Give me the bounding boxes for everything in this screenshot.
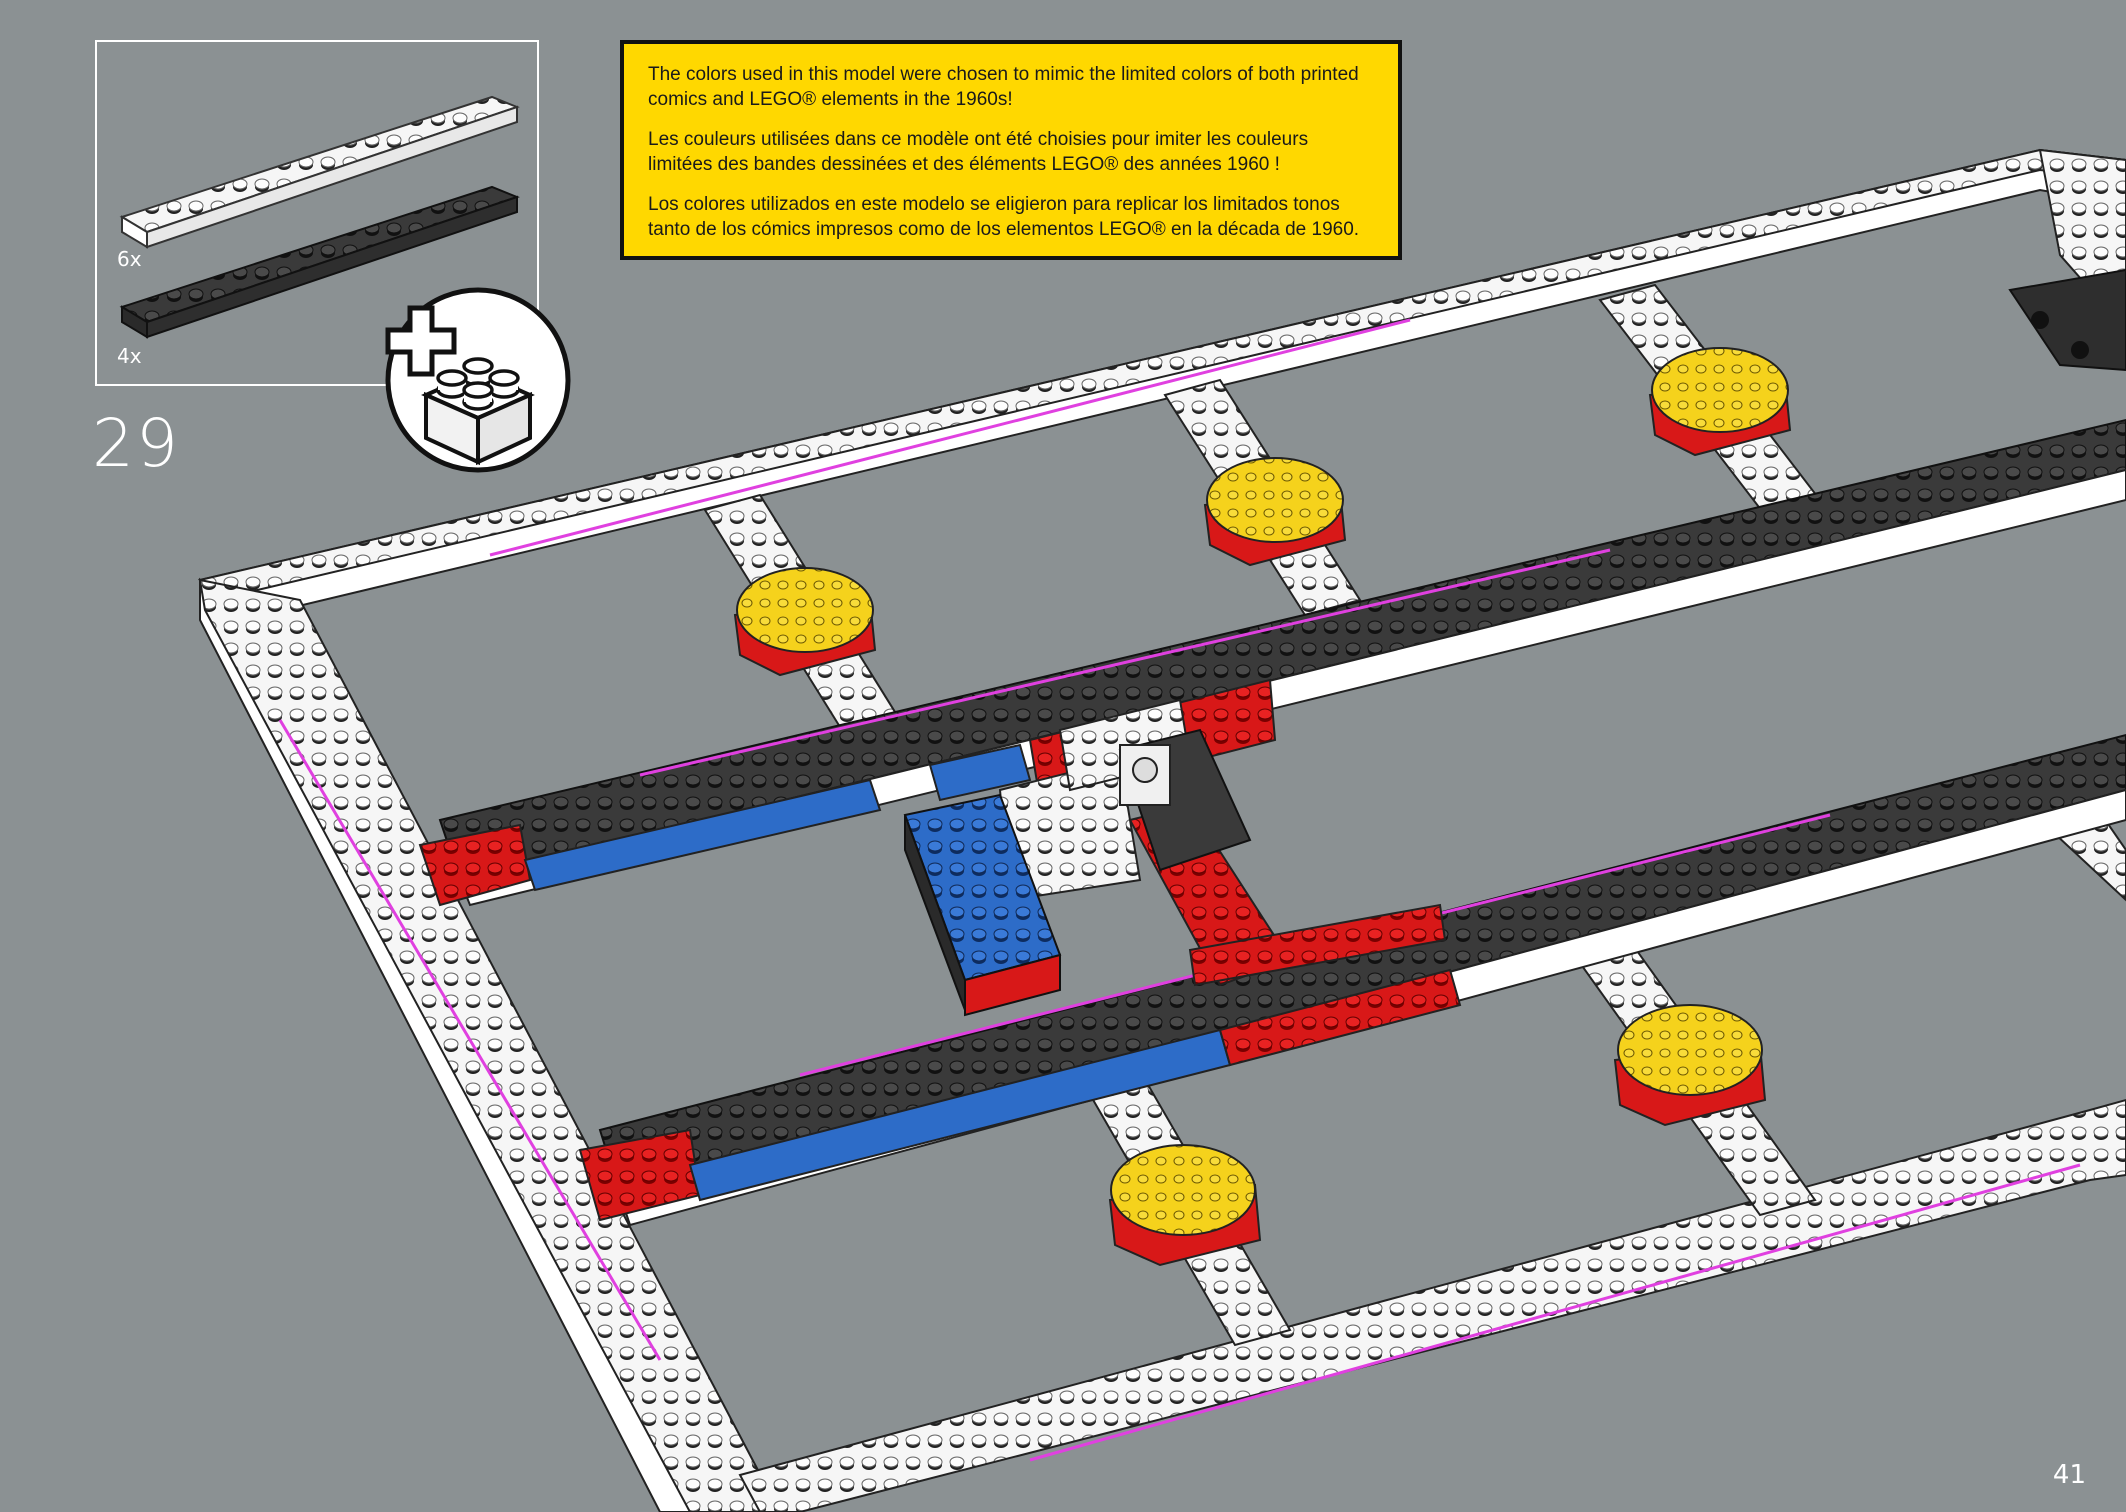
turntable bbox=[733, 567, 877, 677]
central-mechanism bbox=[903, 678, 1447, 1017]
part-quantity: 6x bbox=[117, 247, 142, 271]
turntable bbox=[1613, 1004, 1767, 1127]
turntable bbox=[1203, 457, 1347, 567]
info-note: The colors used in this model were chose… bbox=[620, 40, 1402, 260]
black-plate-2x16-icon bbox=[119, 185, 520, 339]
parts-drawing bbox=[119, 95, 520, 339]
note-french: Les couleurs utilisées dans ce modèle on… bbox=[648, 129, 1309, 175]
turntable bbox=[1648, 347, 1792, 457]
note-spanish: Los colores utilizados en este modelo se… bbox=[648, 194, 1360, 240]
page-number: 41 bbox=[2052, 1460, 2086, 1490]
turntable bbox=[1108, 1144, 1262, 1267]
step-number: 29 bbox=[92, 405, 180, 482]
add-brick-icon bbox=[385, 287, 571, 473]
outer-frame bbox=[198, 148, 2126, 1512]
hinge-piece bbox=[2008, 268, 2126, 372]
part-quantity: 4x bbox=[117, 344, 142, 368]
white-plate-2x16-icon bbox=[119, 95, 520, 249]
turntables bbox=[733, 347, 1792, 1267]
parts-callout: 6x 4x bbox=[95, 40, 539, 386]
upper-rail bbox=[418, 418, 2126, 907]
note-english: The colors used in this model were chose… bbox=[648, 64, 1359, 110]
